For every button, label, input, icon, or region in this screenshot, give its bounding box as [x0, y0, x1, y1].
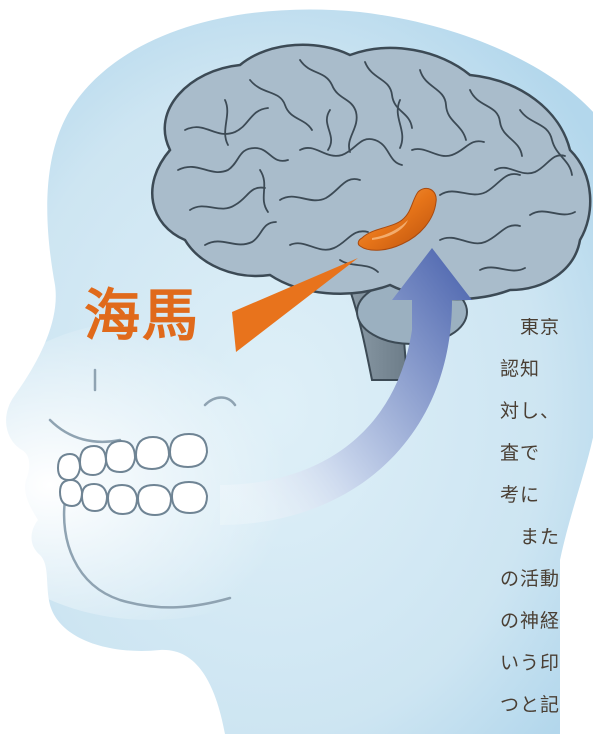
hippocampus-label: 海馬	[84, 288, 200, 344]
body-text-line: 対し、	[500, 402, 560, 421]
body-text-line: 東京	[520, 318, 560, 337]
body-text-column: 東京 認知 対し、 査で 考に また の活動 の神経 いう印 つと記	[500, 318, 593, 734]
body-text-line: の活動	[500, 570, 560, 589]
body-text-line: つと記	[500, 696, 560, 715]
body-text-line: 査で	[500, 444, 540, 463]
body-text-line: 考に	[500, 486, 540, 505]
body-text-line: 認知	[500, 360, 540, 379]
body-text-line: いう印	[500, 654, 560, 673]
body-text-line: また	[520, 528, 560, 547]
body-text-line: の神経	[500, 612, 560, 631]
